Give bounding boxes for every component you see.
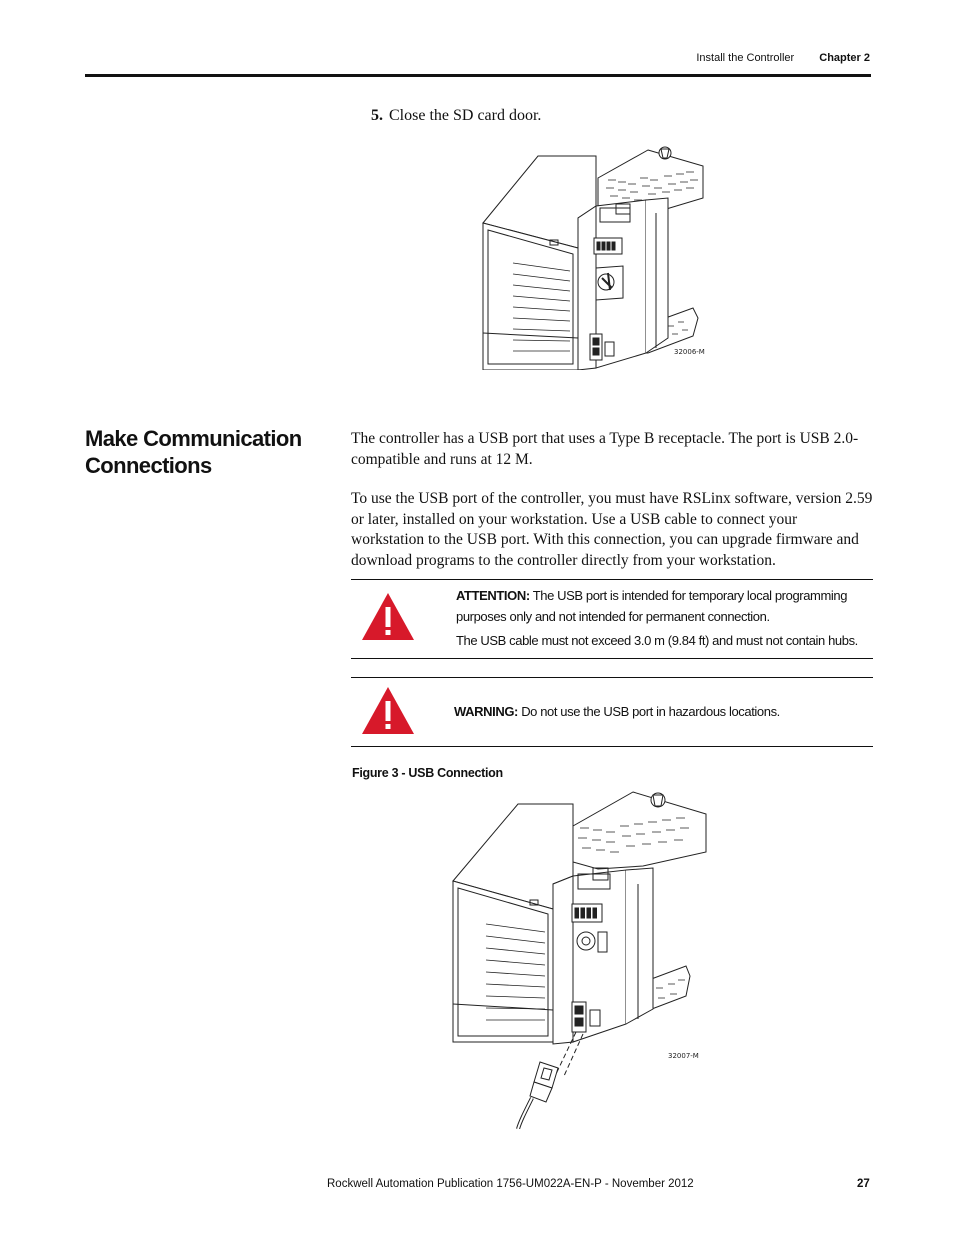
step-item: 5. Close the SD card door. <box>371 107 541 125</box>
attention-label: ATTENTION: <box>456 588 530 603</box>
warning-notice: WARNING: Do not use the USB port in haza… <box>351 677 873 747</box>
figure-caption: Figure 3 - USB Connection <box>352 766 503 780</box>
usb-connection-figure: 32007-M <box>448 784 710 1129</box>
attention-body-2: The USB cable must not exceed 3.0 m (9.8… <box>456 633 858 648</box>
step-text: Close the SD card door. <box>389 107 542 124</box>
header-rule <box>85 74 871 77</box>
step-number: 5. <box>371 107 383 124</box>
warning-text: WARNING: Do not use the USB port in haza… <box>454 701 864 722</box>
attention-text: ATTENTION: The USB port is intended for … <box>456 585 866 651</box>
warning-triangle-icon <box>362 687 414 734</box>
page-number: 27 <box>857 1178 870 1190</box>
footer-publication: Rockwell Automation Publication 1756-UM0… <box>327 1178 694 1190</box>
body-paragraph: To use the USB port of the controller, y… <box>351 490 873 569</box>
attention-notice: ATTENTION: The USB port is intended for … <box>351 579 873 659</box>
figure-code: 32007-M <box>668 1052 699 1060</box>
controller-sd-door-figure: 32006-M <box>478 138 708 370</box>
section-heading: Make Communication Connections <box>85 426 302 478</box>
warning-label: WARNING: <box>454 704 518 719</box>
figure-code: 32006-M <box>674 348 705 356</box>
attention-body: The USB port is intended for temporary l… <box>456 588 848 624</box>
warning-body: Do not use the USB port in hazardous loc… <box>521 704 780 719</box>
running-header: Install the Controller Chapter 2 <box>696 52 870 64</box>
warning-triangle-icon <box>362 593 414 640</box>
body-paragraph: The controller has a USB port that uses … <box>351 430 859 468</box>
header-section-title: Install the Controller <box>696 52 795 64</box>
header-chapter: Chapter 2 <box>819 52 870 64</box>
